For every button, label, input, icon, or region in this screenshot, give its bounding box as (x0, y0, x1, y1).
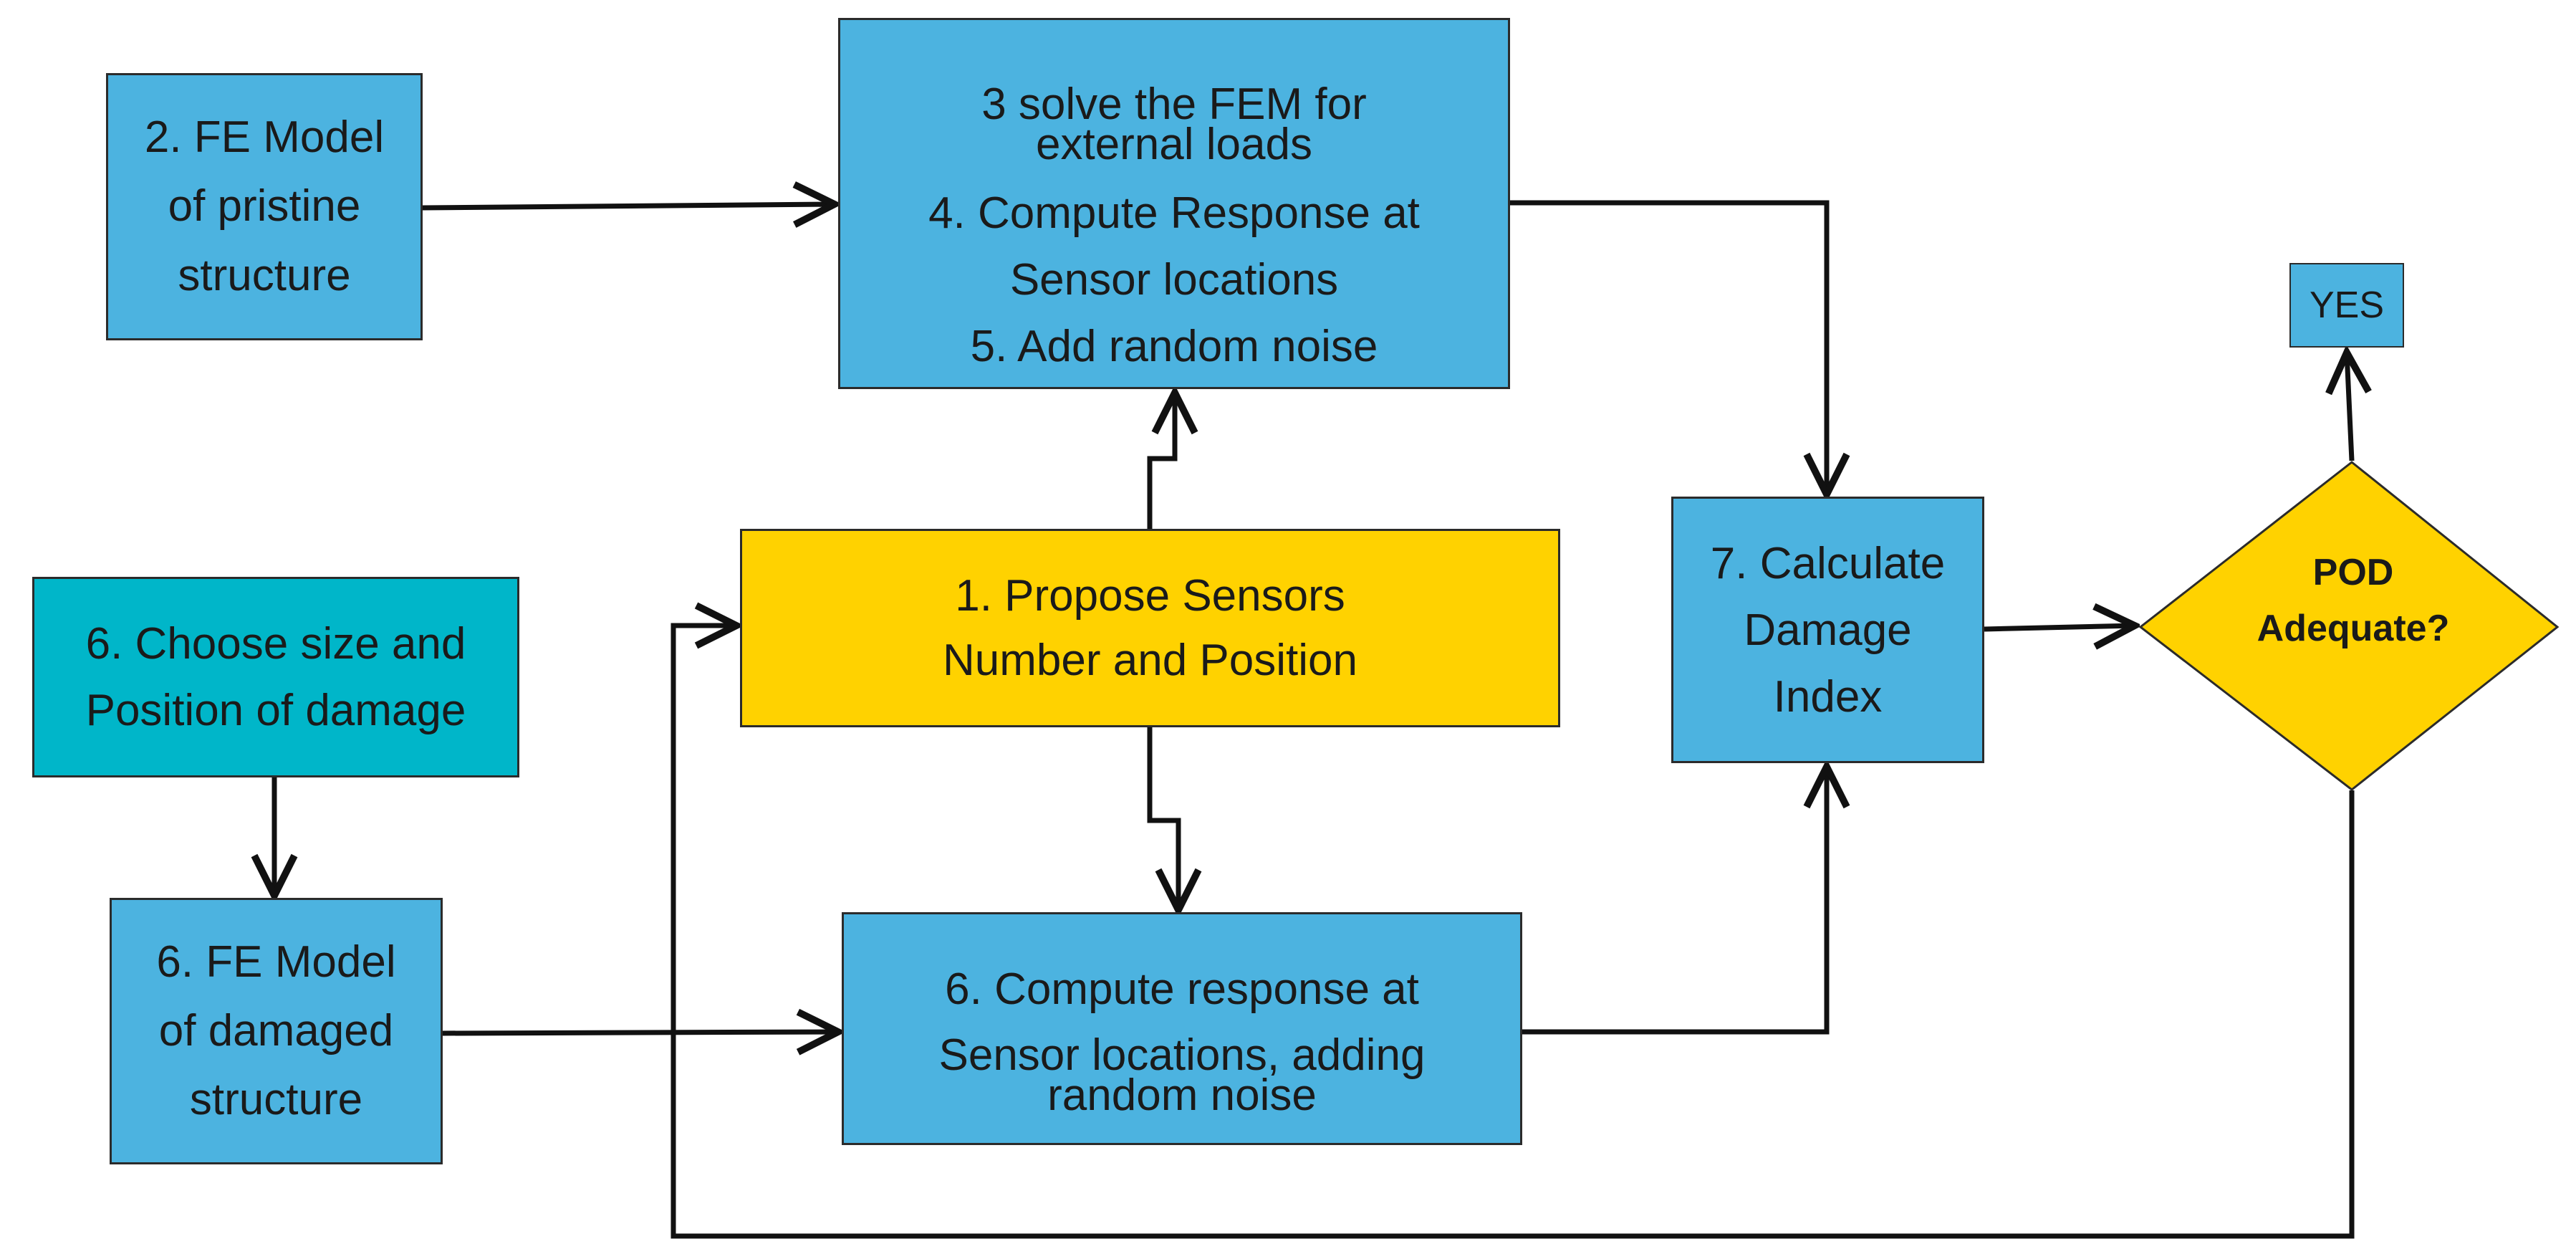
propose-sensors-line-2: Number and Position (943, 635, 1357, 685)
solve-fem-box: 3 solve the FEM for external loads 4. Co… (838, 18, 1510, 389)
damage-index-line-3: Index (1773, 671, 1883, 722)
arrow-pod-loop-to-propose (671, 626, 2355, 1239)
solve-fem-step4-line-1: 4. Compute Response at (928, 188, 1420, 239)
damaged-model-line-1: 6. FE Model (156, 937, 396, 987)
propose-sensors-line-1: 1. Propose Sensors (955, 570, 1345, 621)
arrow-damaged-model-to-compute (442, 1032, 838, 1033)
pod-decision-line-2: Adequate? (2257, 608, 2450, 649)
propose-sensors-box: 1. Propose Sensors Number and Position (740, 529, 1560, 727)
solve-fem-step4-line-2: Sensor locations (1009, 255, 1339, 305)
arrow-propose-to-solve (1147, 393, 1175, 529)
compute-damaged-line-2: Sensor locations, adding (938, 1030, 1426, 1081)
solve-fem-step3: 3 solve the FEM for external loads (981, 79, 1367, 169)
compute-damaged-line-3: random noise (1047, 1071, 1317, 1120)
pod-decision-line-1: POD (2312, 552, 2394, 593)
arrow-pristine-to-solve (422, 204, 835, 208)
choose-damage-line-2: Position of damage (85, 686, 466, 735)
arrow-propose-to-compute-damaged (1147, 727, 1178, 910)
damaged-model-line-3: structure (189, 1075, 363, 1125)
solve-fem-step3-line-1: 3 solve the FEM for (981, 79, 1367, 129)
pristine-model-line-2: of pristine (168, 181, 361, 231)
pod-decision-label: POD Adequate? (2149, 545, 2557, 656)
yes-box: YES (2289, 263, 2404, 348)
pod-decision-diamond (2138, 461, 2560, 791)
choose-damage-box: 6. Choose size and Position of damage (32, 577, 519, 777)
damage-index-line-2: Damage (1744, 605, 1912, 655)
pristine-model-line-3: structure (178, 250, 351, 300)
damaged-model-box: 6. FE Model of damaged structure (110, 898, 443, 1164)
choose-damage-line-1: 6. Choose size and (85, 619, 466, 669)
arrow-damage-index-to-pod (1984, 626, 2135, 629)
damage-index-box: 7. Calculate Damage Index (1671, 497, 1984, 763)
arrow-solve-to-damage-index (1510, 200, 1827, 494)
yes-label: YES (2309, 284, 2385, 326)
arrow-pod-to-yes (2347, 353, 2352, 461)
arrow-compute-damaged-to-damage-index (1522, 767, 1827, 1035)
solve-fem-step3-line-2: external loads (1035, 119, 1312, 169)
damaged-model-line-2: of damaged (158, 1005, 394, 1055)
compute-damaged-line-1: 6. Compute response at (945, 964, 1419, 1015)
pristine-model-box: 2. FE Model of pristine structure (106, 73, 423, 340)
damage-index-line-1: 7. Calculate (1710, 538, 1946, 588)
compute-damaged-overlap: Sensor locations, adding random noise (938, 1030, 1426, 1120)
solve-fem-step5: 5. Add random noise (970, 322, 1378, 372)
pristine-model-line-1: 2. FE Model (144, 113, 385, 163)
compute-damaged-box: 6. Compute response at Sensor locations,… (842, 912, 1522, 1145)
